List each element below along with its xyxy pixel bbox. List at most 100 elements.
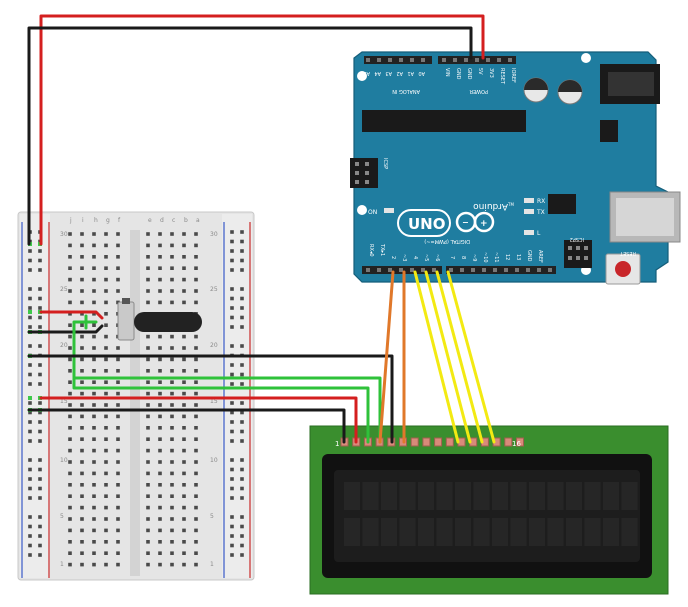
breadboard-hole bbox=[68, 562, 72, 567]
icsp2-pin bbox=[568, 246, 572, 250]
breadboard-hole bbox=[116, 448, 120, 453]
breadboard-hole bbox=[146, 528, 150, 533]
rail-hole bbox=[240, 382, 244, 386]
breadboard-hole bbox=[146, 300, 150, 305]
breadboard-hole bbox=[146, 380, 150, 384]
wire-pot-5v-red bbox=[39, 310, 104, 320]
rail-hole bbox=[38, 486, 42, 491]
breadboard-hole bbox=[158, 243, 162, 248]
breadboard-hole bbox=[68, 334, 72, 339]
header-pin bbox=[410, 268, 414, 272]
rail-hole bbox=[28, 268, 32, 272]
breadboard-hole bbox=[68, 517, 72, 521]
breadboard-hole bbox=[116, 266, 120, 270]
breadboard-hole bbox=[182, 528, 186, 533]
breadboard-hole bbox=[68, 426, 72, 430]
breadboard-hole bbox=[104, 505, 108, 510]
potentiometer-knob bbox=[134, 312, 202, 332]
col-letter: h bbox=[94, 217, 98, 224]
breadboard-hole bbox=[146, 255, 150, 259]
rail-hole bbox=[240, 420, 244, 424]
breadboard-hole bbox=[80, 380, 84, 384]
digital-pin-label: ~3 bbox=[401, 254, 407, 261]
rail-hole bbox=[38, 543, 42, 548]
header-pin bbox=[497, 58, 501, 62]
breadboard-hole bbox=[194, 483, 198, 487]
icsp-pin bbox=[355, 171, 359, 175]
gnd-pin-label: GND bbox=[526, 250, 532, 262]
potentiometer bbox=[117, 298, 202, 341]
rail-hole bbox=[230, 515, 234, 519]
row-number: 30 bbox=[210, 231, 218, 238]
rail-hole bbox=[240, 429, 244, 434]
arduino-brand-name: Arduino bbox=[473, 201, 508, 211]
breadboard-hole bbox=[80, 289, 84, 293]
breadboard-hole bbox=[194, 391, 198, 396]
breadboard-hole bbox=[92, 255, 96, 259]
breadboard-hole bbox=[92, 517, 96, 521]
digital-pin-label: ~6 bbox=[434, 254, 440, 261]
rail-hole bbox=[230, 467, 234, 472]
breadboard-hole bbox=[92, 243, 96, 248]
icsp-pin bbox=[365, 171, 369, 175]
breadboard-hole bbox=[158, 483, 162, 487]
reset-button-cap[interactable] bbox=[615, 261, 631, 277]
analog-pin-label: A0 bbox=[418, 70, 425, 76]
breadboard-hole bbox=[182, 505, 186, 510]
breadboard-hole bbox=[182, 255, 186, 259]
breadboard-hole bbox=[146, 426, 150, 430]
breadboard-hole bbox=[170, 540, 174, 544]
breadboard-hole bbox=[194, 346, 198, 350]
breadboard-hole bbox=[92, 391, 96, 396]
col-letter: f bbox=[118, 217, 121, 224]
digital-pin-label: 2 bbox=[390, 256, 396, 259]
breadboard-hole bbox=[104, 460, 108, 464]
rail-hole bbox=[38, 467, 42, 472]
rail-hole bbox=[240, 496, 244, 500]
breadboard-hole bbox=[170, 460, 174, 464]
breadboard-hole bbox=[158, 380, 162, 384]
l-led bbox=[524, 230, 534, 235]
digital-label: DIGITAL (PWM=~) bbox=[424, 238, 470, 244]
breadboard-hole bbox=[170, 277, 174, 282]
header-pin bbox=[421, 268, 425, 272]
breadboard-hole bbox=[170, 232, 174, 236]
breadboard-hole bbox=[146, 232, 150, 236]
breadboard-hole bbox=[158, 540, 162, 544]
rail-hole bbox=[240, 239, 244, 244]
l-label: L bbox=[537, 230, 541, 237]
power-pin-label: 5V bbox=[477, 68, 483, 75]
breadboard-hole bbox=[104, 300, 108, 305]
lcd-character-cell bbox=[529, 482, 545, 510]
breadboard-hole bbox=[92, 312, 96, 316]
breadboard-hole bbox=[116, 243, 120, 248]
connected-hole bbox=[28, 310, 32, 314]
capacitor-top bbox=[558, 80, 582, 92]
breadboard-hole bbox=[182, 517, 186, 521]
lcd-character-cell bbox=[418, 482, 434, 510]
rail-hole bbox=[28, 258, 32, 263]
breadboard-hole bbox=[116, 232, 120, 236]
icsp2-pins bbox=[568, 246, 588, 260]
wire-d6-yellow bbox=[435, 270, 484, 444]
arduino-board bbox=[353, 51, 669, 283]
icsp2-pin bbox=[576, 256, 580, 260]
rail-hole bbox=[38, 372, 42, 377]
breadboard-hole bbox=[68, 232, 72, 236]
breadboard-hole bbox=[92, 540, 96, 544]
breadboard-hole bbox=[170, 437, 174, 441]
header-pin bbox=[537, 268, 541, 272]
row-number: 15 bbox=[210, 398, 218, 405]
lcd-character-cell bbox=[473, 518, 490, 546]
on-led bbox=[384, 208, 394, 213]
digital-pin-label: TX▸1 bbox=[379, 243, 385, 256]
lcd-character-cell bbox=[566, 482, 582, 510]
breadboard-hole bbox=[158, 334, 162, 339]
lcd-character-cell bbox=[492, 482, 508, 510]
rail-hole bbox=[230, 239, 234, 244]
header-pin bbox=[471, 268, 475, 272]
icsp-pin bbox=[355, 180, 359, 184]
power-pin-label: GND bbox=[455, 68, 461, 80]
icsp2-label: ICSP2 bbox=[570, 236, 584, 242]
breadboard-hole bbox=[194, 334, 198, 339]
